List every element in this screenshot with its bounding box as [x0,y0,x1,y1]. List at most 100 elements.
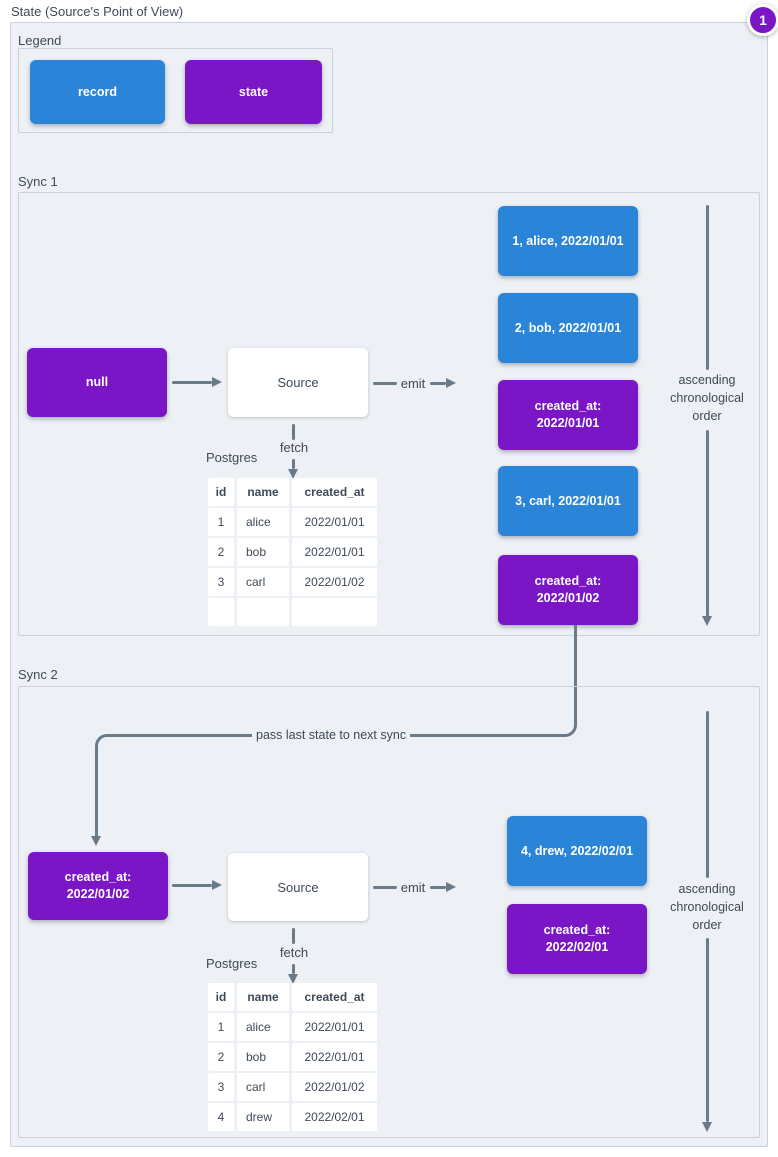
sync2-db-label: Postgres [206,956,258,971]
sync1-fetch-arrowhead-icon [288,469,298,479]
table-cell: 2022/01/01 [292,1043,377,1071]
table-cell [292,598,377,626]
sync2-panel [18,686,760,1138]
sync1-source-box: Source [228,348,368,417]
table-cell: carl [237,1073,289,1101]
sync1-input-arrow-line [172,381,212,384]
sync2-record-box-1: 4, drew, 2022/02/01 [507,816,647,886]
sync2-state-box-1: created_at: 2022/02/01 [507,904,647,974]
table-cell: 2 [208,538,234,566]
sync2-order-line-top [706,711,709,878]
sync1-order-note: ascending chronological order [647,371,767,425]
sync1-table-header-id: id [208,478,234,506]
connector-corner-top-left [95,734,110,748]
table-cell: 2022/01/01 [292,538,377,566]
legend-record-swatch: record [30,60,165,124]
sync1-table: id name created_at 1 alice 2022/01/01 2 … [208,478,377,626]
connector-corner-bottom-right [560,723,577,737]
sync2-table-header-name: name [237,983,289,1011]
sync1-emit-label: emit [400,376,426,391]
page-title: State (Source's Point of View) [11,4,184,19]
sync2-input-arrowhead-icon [212,880,222,890]
sync1-record-box-1: 1, alice, 2022/01/01 [498,206,638,276]
state-text: created_at: [534,399,602,413]
table-cell: 2022/01/02 [292,568,377,596]
table-cell: 3 [208,1073,234,1101]
order-note-line: chronological [670,391,744,405]
state-text: 2022/02/01 [545,940,609,954]
legend-state-swatch: state [185,60,322,124]
table-cell: 1 [208,1013,234,1041]
table-cell: alice [237,1013,289,1041]
record-text: 3, carl, 2022/01/01 [515,493,621,508]
legend-title: Legend [18,33,62,48]
sync2-input-state-box: created_at: 2022/01/02 [28,852,168,920]
sync1-panel [18,192,760,636]
table-cell [208,598,234,626]
table-cell: 2022/02/01 [292,1103,377,1131]
sync2-source-box: Source [228,853,368,921]
sync1-state-box-2: created_at: 2022/01/02 [498,555,638,625]
annotation-badge: 1 [747,4,778,36]
connector-line-down [574,625,577,723]
record-text: 1, alice, 2022/01/01 [512,233,624,248]
order-note-line: ascending [678,882,736,896]
sync1-fetch-line-top [292,424,295,440]
sync1-input-state-box: null [27,348,167,417]
sync1-emit-line-left [373,382,397,385]
sync2-table: id name created_at 1 alice 2022/01/01 2 … [208,983,377,1131]
table-cell: bob [237,538,289,566]
legend-panel [18,48,333,133]
record-text: 2, bob, 2022/01/01 [514,320,622,335]
order-note-line: chronological [670,900,744,914]
record-text: 4, drew, 2022/02/01 [520,843,634,858]
table-cell [237,598,289,626]
sync1-emit-line-right [430,382,446,385]
legend-state-label: state [238,84,269,99]
sync2-input-state-line1: created_at: [64,870,132,884]
state-text: 2022/01/01 [536,416,600,430]
connector-arrowhead-icon [91,836,101,846]
table-cell: 4 [208,1103,234,1131]
sync1-order-line-bottom [706,430,709,617]
sync1-order-arrowhead-icon [702,616,712,626]
order-note-line: order [692,918,722,932]
sync1-db-label: Postgres [206,450,258,465]
sync2-fetch-line-bottom [292,964,295,974]
sync1-table-header-created-at: created_at [292,478,377,506]
state-text: created_at: [534,574,602,588]
sync1-record-box-2: 2, bob, 2022/01/01 [498,293,638,363]
table-cell: 3 [208,568,234,596]
sync2-fetch-arrowhead-icon [288,974,298,984]
sync1-title: Sync 1 [18,174,58,189]
sync2-emit-arrowhead-icon [446,882,456,892]
sync1-input-state-line1: null [85,375,109,389]
sync2-order-note: ascending chronological order [647,880,767,934]
sync1-state-box-1: created_at: 2022/01/01 [498,380,638,450]
sync1-fetch-line-bottom [292,459,295,469]
table-cell: alice [237,508,289,536]
sync2-table-header-id: id [208,983,234,1011]
sync1-source-label: Source [277,375,319,390]
sync1-order-line-top [706,205,709,370]
state-text: created_at: [543,923,611,937]
sync2-order-line-bottom [706,938,709,1122]
sync2-fetch-line-top [292,928,295,944]
table-cell: 2022/01/02 [292,1073,377,1101]
connector-label: pass last state to next sync [252,728,411,742]
sync2-table-header-created-at: created_at [292,983,377,1011]
sync1-fetch-label: fetch [279,440,309,455]
legend-record-label: record [78,84,117,99]
sync2-input-state-line2: 2022/01/02 [66,887,130,901]
table-cell: drew [237,1103,289,1131]
sync2-emit-label: emit [400,880,426,895]
order-note-line: order [692,409,722,423]
sync2-input-arrow-line [172,884,212,887]
sync2-fetch-label: fetch [279,945,309,960]
order-note-line: ascending [678,373,736,387]
table-cell: 1 [208,508,234,536]
table-cell: 2022/01/01 [292,508,377,536]
connector-line-into-sync2 [95,748,98,836]
table-cell: 2022/01/01 [292,1013,377,1041]
